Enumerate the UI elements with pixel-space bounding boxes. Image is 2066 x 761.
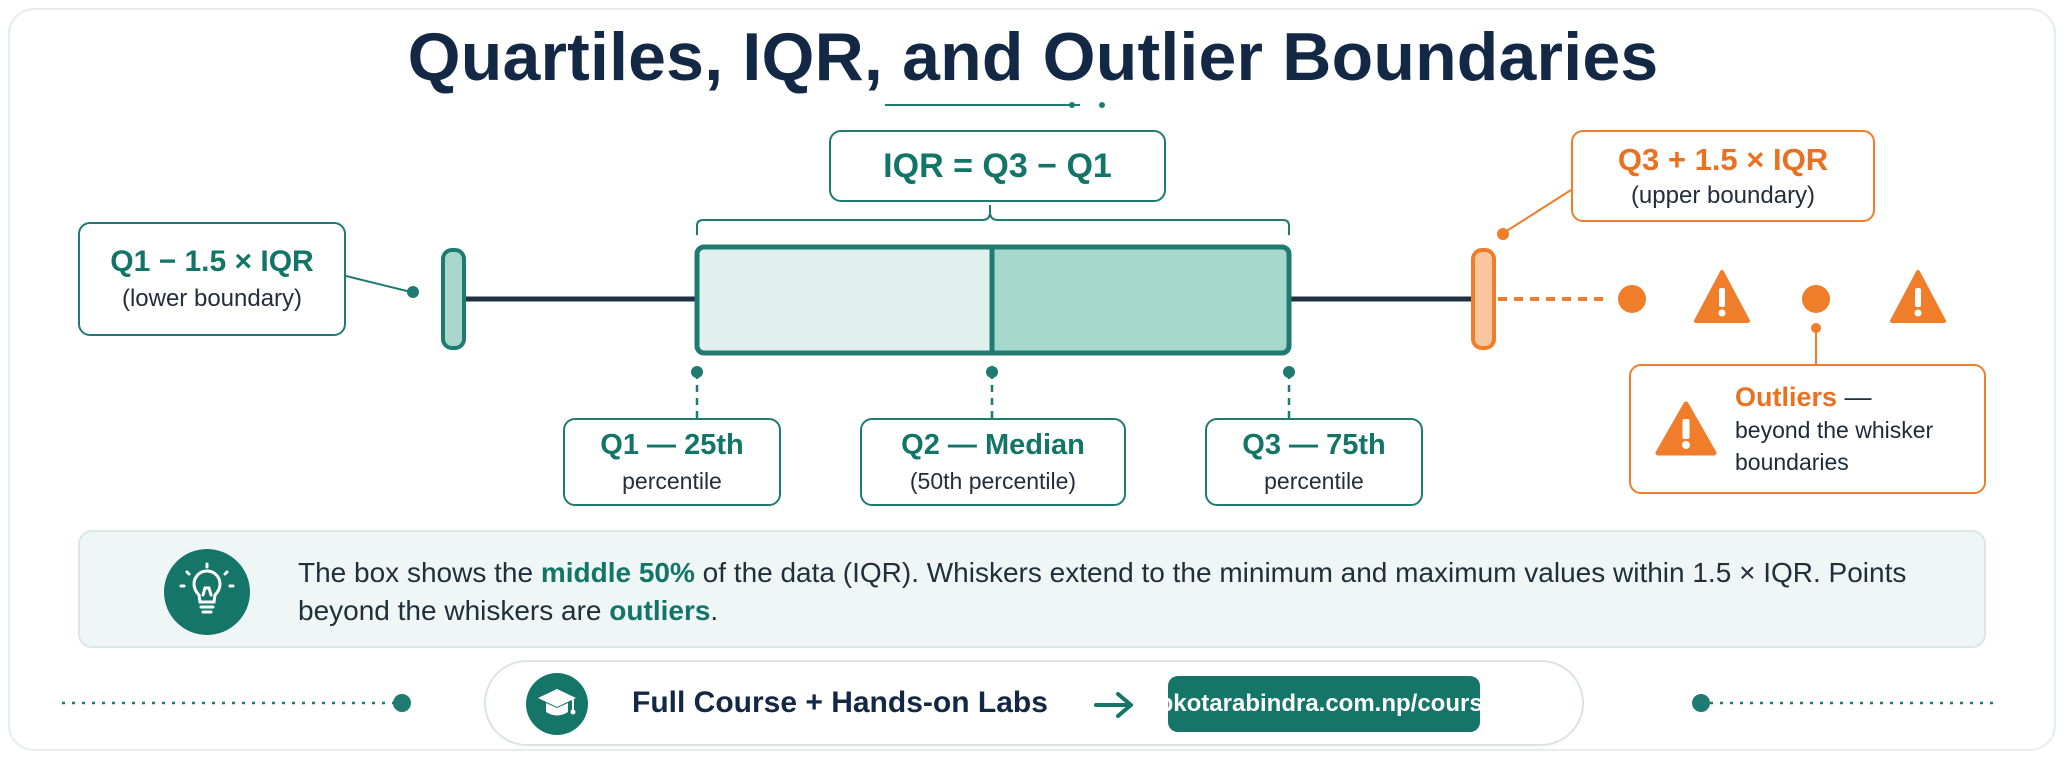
- warning-icon: [1694, 270, 1750, 323]
- lower-boundary-dot: [407, 286, 419, 298]
- q1-label: Q1 — 25th percentile: [563, 418, 781, 506]
- note-highlight-middle: middle 50%: [540, 557, 695, 588]
- upper-boundary-caption: (upper boundary): [1630, 182, 1816, 209]
- footer-divider-left: [62, 694, 411, 712]
- warning-icon: [1890, 270, 1946, 323]
- outliers-dash: —: [1837, 381, 1872, 412]
- footer-divider-right: [1692, 694, 2000, 712]
- warning-icon: [1655, 401, 1717, 456]
- info-note: The box shows the middle 50% of the data…: [78, 530, 1986, 648]
- upper-boundary-formula: Q3 + 1.5 × IQR: [1617, 142, 1829, 177]
- note-text-part3: .: [710, 595, 719, 626]
- lightbulb-icon: [164, 549, 250, 635]
- q2-caption: (50th percentile): [909, 468, 1077, 494]
- page-title: Quartiles, IQR, and Outlier Boundaries: [407, 19, 1659, 95]
- upper-whisker-cap: [1471, 248, 1496, 350]
- course-link-button[interactable]: sapkotarabindra.com.np/courses/: [1132, 676, 1516, 732]
- iqr-bracket: [696, 205, 1290, 235]
- note-text-part2: of the data (IQR). Whiskers extend to th…: [298, 557, 1907, 626]
- outliers-label: Outliers — beyond the whisker boundaries: [1629, 364, 1986, 494]
- arrow-right-icon: [1094, 692, 1133, 718]
- quartile-connectors: [695, 372, 1291, 418]
- upper-boundary-label: Q3 + 1.5 × IQR (upper boundary): [1571, 130, 1875, 222]
- q2-marker-dot: [986, 366, 998, 378]
- q3-caption: percentile: [1264, 468, 1364, 494]
- course-cta-banner[interactable]: Full Course + Hands-on Labs sapkotarabin…: [484, 660, 1584, 746]
- outlier-point: [1802, 285, 1830, 313]
- note-highlight-outliers: outliers: [609, 595, 711, 626]
- q2-title: Q2 — Median: [901, 429, 1085, 461]
- iqr-formula-label: IQR = Q3 − Q1: [829, 130, 1166, 202]
- outlier-point: [1618, 285, 1646, 313]
- cta-label: Full Course + Hands-on Labs: [632, 686, 1048, 719]
- lower-whisker-cap: [441, 248, 466, 350]
- q3-title: Q3 — 75th: [1242, 429, 1386, 461]
- outlier-connector-dot: [1811, 323, 1821, 333]
- lower-boundary-formula: Q1 − 1.5 × IQR: [110, 245, 314, 278]
- iqr-box: [694, 244, 1292, 356]
- outliers-text: Outliers — beyond the whisker boundaries: [1735, 381, 1933, 478]
- lower-boundary-label: Q1 − 1.5 × IQR (lower boundary): [78, 222, 346, 336]
- q1-marker-dot: [691, 366, 703, 378]
- title-divider: [885, 102, 1105, 108]
- outliers-caption-line1: beyond the whisker: [1735, 416, 1934, 443]
- lower-boundary-connector: [345, 275, 412, 293]
- q3-marker-dot: [1283, 366, 1295, 378]
- info-note-text: The box shows the middle 50% of the data…: [298, 554, 1938, 630]
- outliers-caption-line2: boundaries: [1735, 448, 1849, 475]
- upper-boundary-connector: [1504, 189, 1572, 233]
- lower-boundary-caption: (lower boundary): [121, 285, 303, 312]
- outliers-title: Outliers: [1735, 381, 1838, 412]
- q2-label: Q2 — Median (50th percentile): [860, 418, 1126, 506]
- graduation-cap-icon: [526, 673, 588, 735]
- q3-label: Q3 — 75th percentile: [1205, 418, 1423, 506]
- q1-caption: percentile: [622, 468, 722, 494]
- iqr-formula-text: IQR = Q3 − Q1: [883, 146, 1112, 185]
- note-text-part1: The box shows the: [298, 557, 541, 588]
- q1-title: Q1 — 25th: [600, 429, 744, 461]
- upper-boundary-dot: [1497, 228, 1509, 240]
